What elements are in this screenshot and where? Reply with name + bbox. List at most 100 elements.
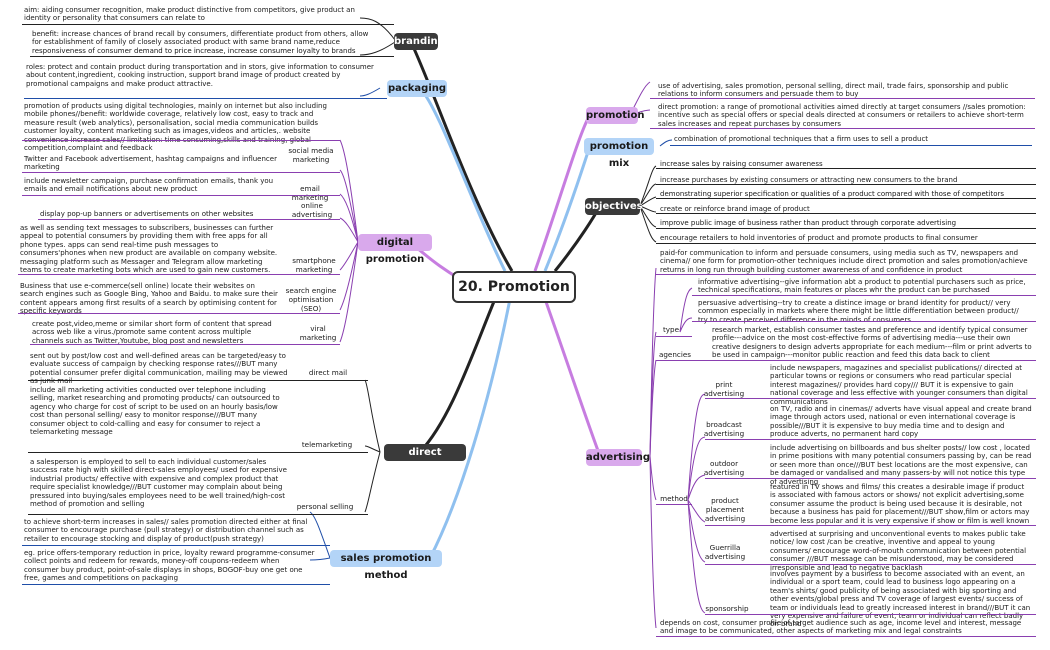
social-media-label[interactable]: social media marketing xyxy=(288,146,334,164)
type-label[interactable]: type xyxy=(662,325,680,334)
underline xyxy=(18,313,340,314)
underline xyxy=(30,344,340,345)
link-sales xyxy=(428,298,512,559)
link-promotion-mix xyxy=(543,145,592,272)
digital-definition: promotion of products using digital tech… xyxy=(24,102,327,153)
underline xyxy=(22,172,340,173)
objective-item: increase sales by raising consumer aware… xyxy=(660,160,823,168)
product-placement-text: featured in TV shows and films/ this cre… xyxy=(770,483,1030,525)
underline xyxy=(705,439,1036,440)
sales-promotion-purpose: to achieve short-term increases in sales… xyxy=(24,518,308,543)
underline xyxy=(656,198,1036,199)
seo-label[interactable]: search engine optimisation (SEO) xyxy=(285,286,337,313)
link-branding xyxy=(408,39,514,272)
link-objectives xyxy=(553,205,602,272)
promotion-direct: direct promotion: a range of promotional… xyxy=(658,103,1026,128)
print-label[interactable]: print advertising xyxy=(703,380,745,398)
underline xyxy=(656,274,1036,275)
underline xyxy=(22,545,330,546)
underline xyxy=(705,398,1036,399)
method-label[interactable]: method xyxy=(660,494,688,503)
underline xyxy=(705,525,1036,526)
underline xyxy=(705,614,1036,615)
type-informative: informative advertising--give informatio… xyxy=(698,278,1026,295)
topic-digital-promotion[interactable]: digital promotion xyxy=(358,234,432,265)
underline xyxy=(692,321,1036,322)
underline xyxy=(656,636,1036,637)
objective-item: increase purchases by existing consumers… xyxy=(660,176,958,184)
guerrilla-label[interactable]: Guerrilla advertising xyxy=(704,543,746,561)
promotion-mix-text: combination of promotional techniques th… xyxy=(674,135,929,143)
underline xyxy=(28,452,368,453)
personal-selling-label[interactable]: personal selling xyxy=(296,502,354,511)
objective-item: create or reinforce brand image of produ… xyxy=(660,205,810,213)
outdoor-label[interactable]: outdoor advertising xyxy=(703,459,745,477)
underline xyxy=(656,213,1036,214)
sponsorship-label[interactable]: sponsorship xyxy=(705,604,749,613)
underline xyxy=(18,274,340,275)
guerrilla-text: advertised at surprising and unconventio… xyxy=(770,530,1027,572)
link-packaging xyxy=(418,86,507,272)
online-ad-label[interactable]: online advertising xyxy=(291,201,333,219)
sales-promotion-examples: eg. price offers-temporary reduction in … xyxy=(24,549,315,583)
topic-advertising[interactable]: advertising xyxy=(586,449,650,466)
topic-sales-promotion-method[interactable]: sales promotion method xyxy=(330,550,442,581)
personal-selling-text: a salesperson is employed to sell to eac… xyxy=(30,458,287,509)
topic-objectives[interactable]: objectives xyxy=(585,198,643,215)
advertising-definition: paid-for communication to inform and per… xyxy=(660,249,1028,274)
link-advertising xyxy=(543,298,602,457)
product-placement-label[interactable]: product placement advertising xyxy=(704,496,746,523)
telemarketing-text: include all marketing activities conduct… xyxy=(30,386,280,437)
underline xyxy=(670,145,1032,146)
objective-item: demonstrating superior specification or … xyxy=(660,190,1005,198)
promotion-use: use of advertising, sales promotion, per… xyxy=(658,82,1009,99)
underline xyxy=(28,514,368,515)
underline xyxy=(650,98,1035,99)
sponsorship-text: involves payment by a business to become… xyxy=(770,570,1031,629)
packaging-roles: roles: protect and contain product durin… xyxy=(26,63,374,88)
branding-benefit: benefit: increase chances of brand recal… xyxy=(32,30,369,55)
underline xyxy=(692,295,1036,296)
viral-text: create post,video,meme or similar short … xyxy=(32,320,272,345)
underline xyxy=(22,140,340,141)
topic-promotion-mix[interactable]: promotion mix xyxy=(584,138,654,169)
central-topic[interactable]: 20. Promotion xyxy=(452,271,576,303)
agencies-text: research market, establish consumer tast… xyxy=(712,326,1032,360)
underline xyxy=(656,336,692,337)
print-text: include newspapers, magazines and specia… xyxy=(770,364,1028,406)
topic-branding[interactable]: branding xyxy=(394,33,445,50)
underline xyxy=(650,128,1035,129)
agencies-label[interactable]: agencies xyxy=(658,350,692,359)
underline xyxy=(24,98,387,99)
underline xyxy=(656,168,1036,169)
underline xyxy=(656,360,1036,361)
link-direct xyxy=(418,298,497,454)
email-label[interactable]: email marketing xyxy=(291,184,329,202)
telemarketing-label[interactable]: telemarketing xyxy=(301,440,353,449)
type-persuasive: persuasive advertising--try to create a … xyxy=(698,299,1019,324)
underline xyxy=(656,228,1036,229)
broadcast-label[interactable]: broadcast advertising xyxy=(703,420,745,438)
underline xyxy=(656,184,1036,185)
advertising-choice: depends on cost, consumer profile of tar… xyxy=(660,619,1022,636)
topic-packaging[interactable]: packaging xyxy=(387,80,447,97)
direct-mail-label[interactable]: direct mail xyxy=(308,368,348,377)
smartphone-label[interactable]: smartphone marketing xyxy=(292,256,336,274)
seo-text: Business that use e-commerce(sell online… xyxy=(20,282,278,316)
branding-aim: aim: aiding consumer recognition, make p… xyxy=(24,6,355,23)
direct-mail-text: sent out by post/low cost and well-defin… xyxy=(30,352,288,386)
social-media-text: Twitter and Facebook advertisement, hash… xyxy=(24,155,277,172)
topic-promotion[interactable]: promotion xyxy=(586,107,644,124)
email-text: include newsletter campaign, purchase co… xyxy=(24,177,274,194)
link-promotion xyxy=(533,114,592,272)
topic-direct-promotion[interactable]: direct promotion xyxy=(384,444,466,475)
underline xyxy=(705,564,1036,565)
underline xyxy=(30,56,394,57)
objective-item: encourage retailers to hold inventories … xyxy=(660,234,978,242)
online-ad-text: display pop-up banners or advertisements… xyxy=(40,210,254,218)
objective-item: improve public image of business rather … xyxy=(660,219,957,227)
viral-label[interactable]: viral marketing xyxy=(299,324,337,342)
underline xyxy=(22,195,340,196)
